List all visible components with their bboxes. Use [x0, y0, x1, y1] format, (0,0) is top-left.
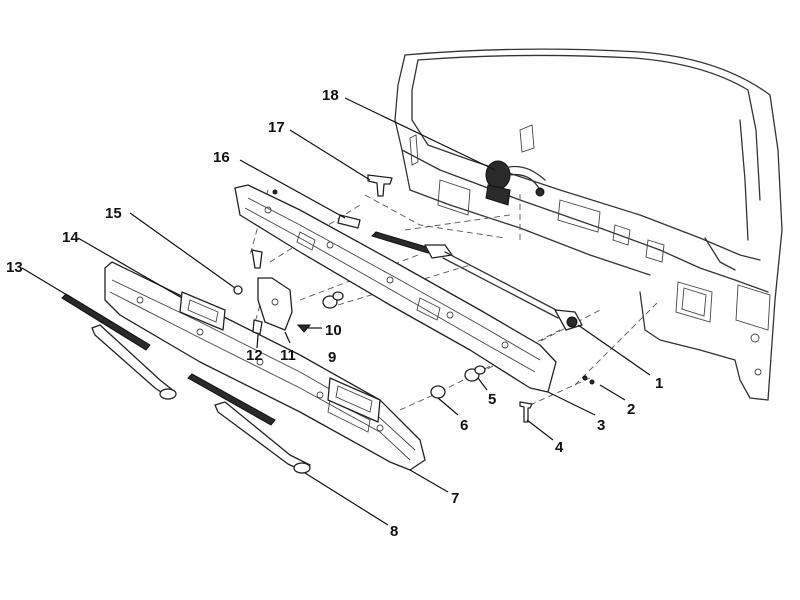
callout-9: 9: [328, 349, 336, 366]
callout-8: 8: [390, 523, 398, 540]
wiper-blade-right: [187, 373, 311, 474]
mounting-plate-11: [257, 277, 293, 331]
callout-1: 1: [655, 375, 663, 392]
callout-10: 10: [325, 322, 342, 339]
callout-5: 5: [488, 391, 496, 408]
bracket-14: [179, 291, 226, 331]
callout-3: 3: [597, 417, 605, 434]
wiper-motor: [485, 160, 546, 206]
callout-12: 12: [246, 347, 263, 364]
callout-2: 2: [627, 401, 635, 418]
callout-17: 17: [268, 119, 285, 136]
callout-13: 13: [6, 259, 23, 276]
callout-11: 11: [280, 347, 296, 364]
callout-14: 14: [62, 229, 79, 246]
callout-4: 4: [555, 439, 564, 456]
callout-18: 18: [322, 87, 339, 104]
vehicle-body-outline: [394, 48, 783, 401]
inner-cowl-panel: [234, 184, 557, 393]
fasteners: [233, 174, 595, 423]
leader-lines: [21, 97, 651, 526]
callout-labels: 1 2 3 4 5 6 7 8 9 10 11 12 13 14 15 16 1…: [6, 87, 663, 540]
callout-15: 15: [105, 205, 122, 222]
wiper-blade-left: [61, 293, 177, 400]
callout-7: 7: [451, 490, 459, 507]
callout-16: 16: [213, 149, 230, 166]
callout-6: 6: [460, 417, 468, 434]
wiper-linkage: [371, 231, 583, 331]
bracket-9: [327, 377, 381, 423]
